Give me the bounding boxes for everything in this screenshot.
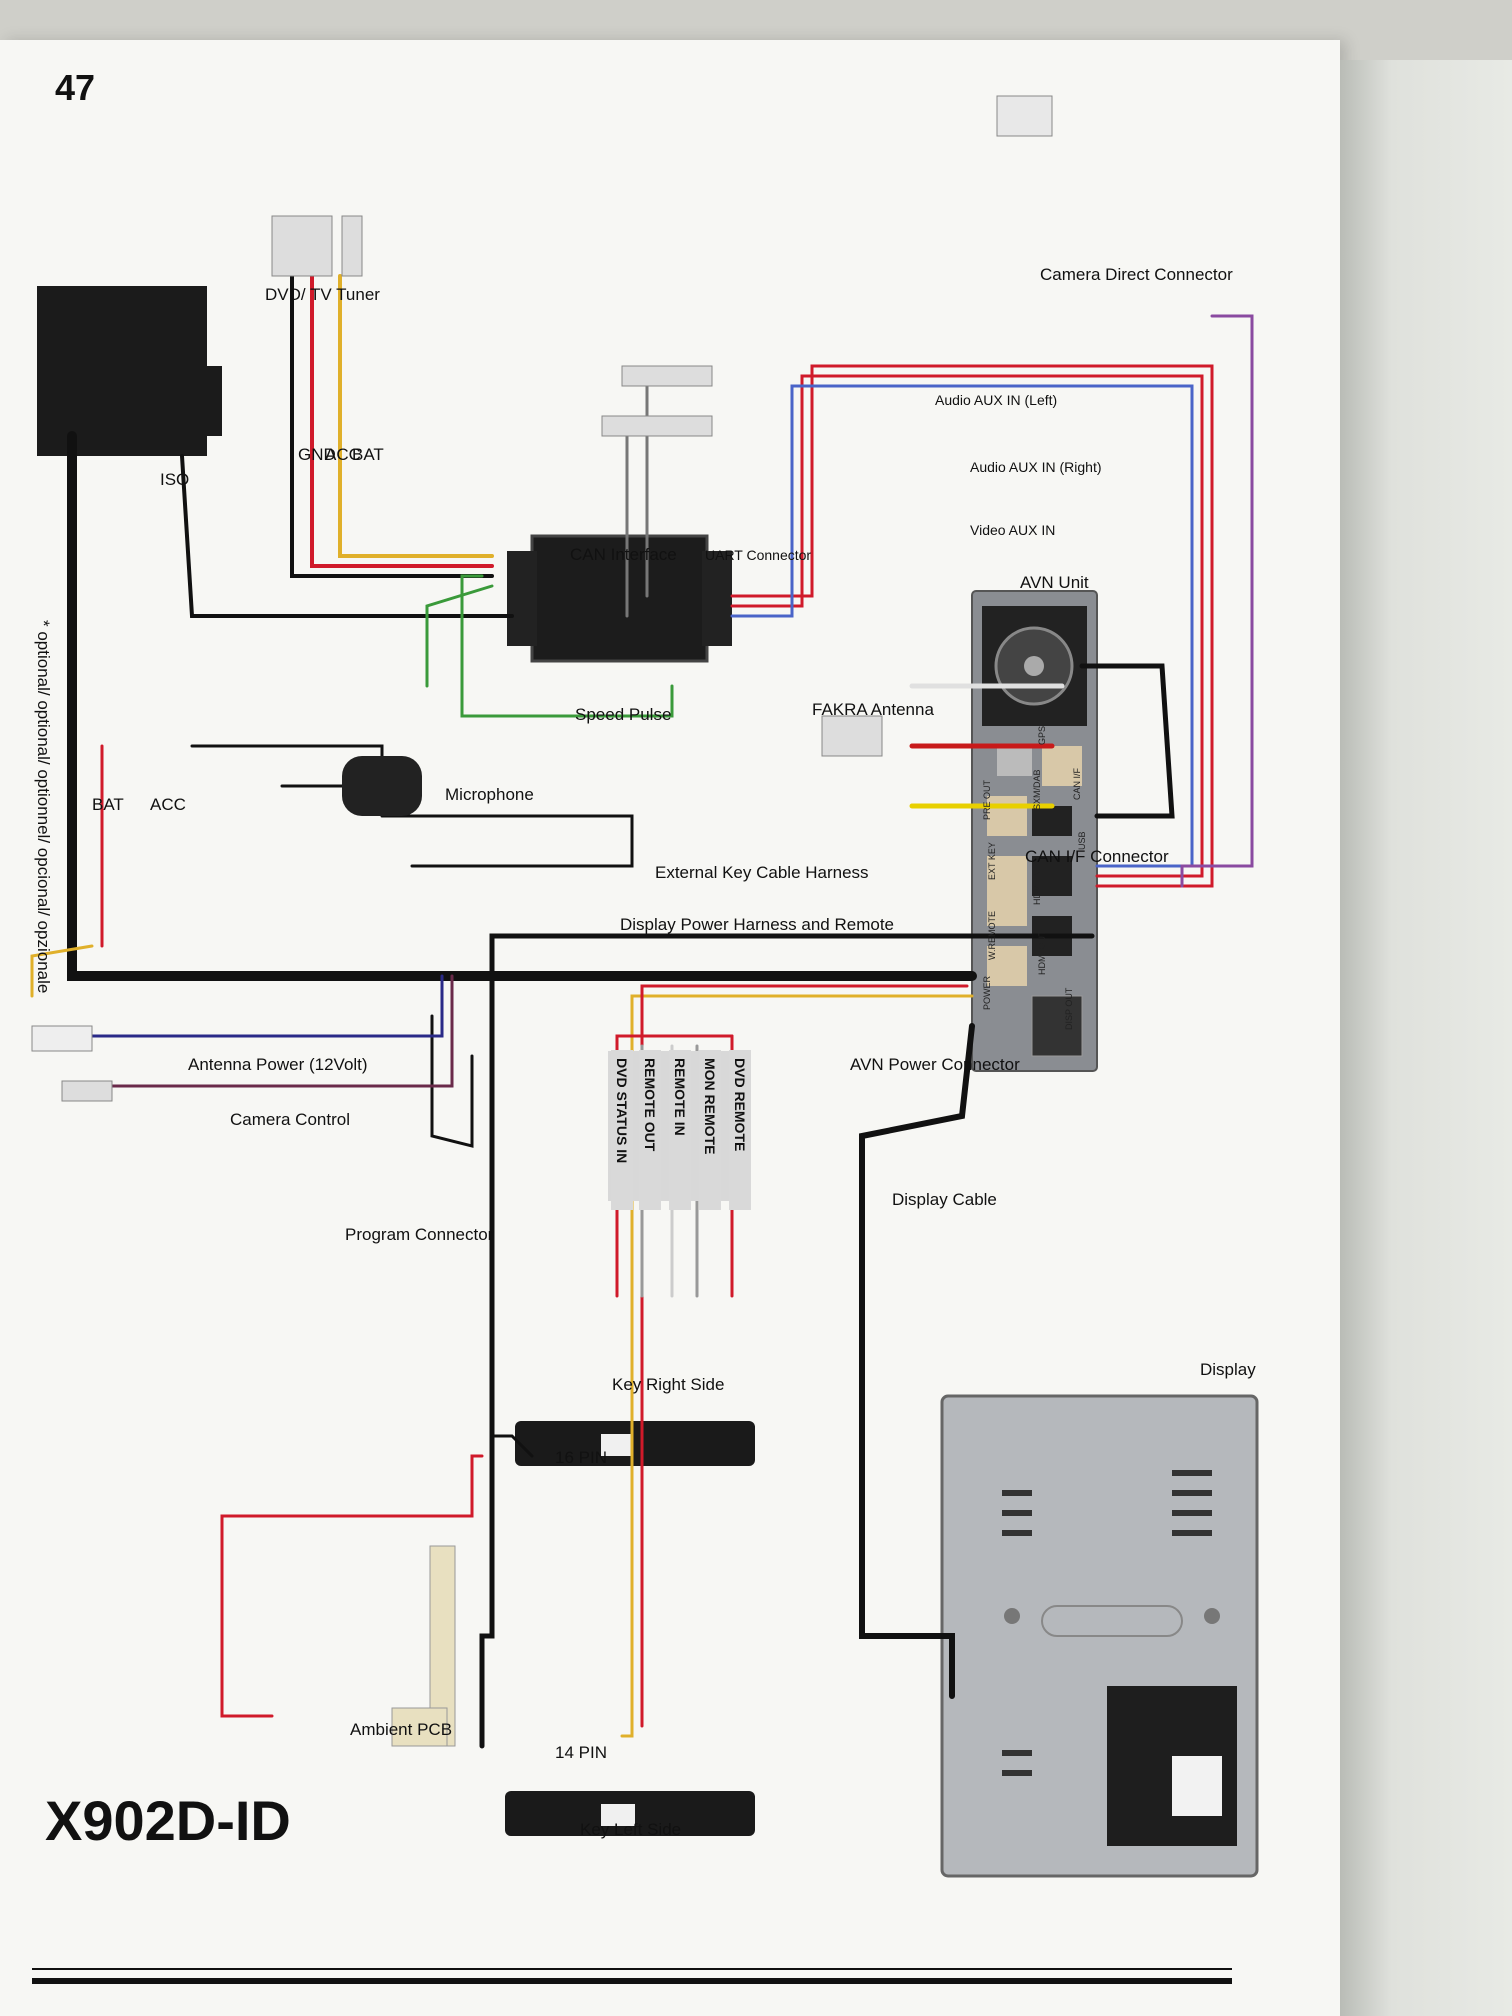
page-number: 47 [55,67,95,108]
model-title: X902D-ID [45,1789,291,1852]
remote-tag-labels: DVD STATUS IN REMOTE OUT REMOTE IN MON REMO… [611,1050,751,1210]
avn-port-label: USB [1077,831,1087,850]
remote-tag-label: REMOTE IN [672,1058,688,1136]
antenna-power-label: Antenna Power (12Volt) [188,1055,368,1074]
avn-unit [971,590,1098,1072]
display-power-harness-label: Display Power Harness and Remote [620,915,894,934]
remote-tag-label: MON REMOTE [702,1058,718,1154]
pin16-label: 16 PIN [555,1448,607,1467]
display-label: Display [1200,1360,1256,1379]
remote-tag-label: REMOTE OUT [642,1058,658,1152]
iso-label: ISO [160,470,189,489]
remote-tag-bg [699,1050,721,1210]
bat-label: BAT [352,445,384,464]
microphone-label: Microphone [445,785,534,804]
avn-port-label: HDMI IN [1032,871,1042,906]
remote-tag-bg [669,1050,691,1210]
audio-aux-right-label: Audio AUX IN (Right) [970,459,1102,475]
remote-tag-label: DVD REMOTE [732,1058,748,1151]
program-connector-label: Program Connector [345,1225,494,1244]
footnote: * optional/ optional/ optionnel/ opciona… [34,620,53,993]
avn-port-label: CAN I/F [1072,767,1082,800]
avn-port-label: POWER [982,975,992,1010]
switch-bat-label: BAT [92,795,124,814]
key-left-side-label: Key Left Side [580,1820,681,1839]
can-interface-label: CAN Interface [570,545,677,564]
key-right-side-bar [515,1421,755,1466]
audio-aux-left-label: Audio AUX IN (Left) [935,392,1057,408]
avn-port-label: SXM/DAB [1032,769,1042,810]
avn-port-label: W.REMOTE [987,911,997,960]
avn-port-label: PRE OUT [982,779,992,820]
dvd-tv-tuner-label: DVD/ TV Tuner [265,285,380,304]
iso-connector [37,286,222,456]
avn-port-label: EXT KEY [987,842,997,880]
video-aux-in-label: Video AUX IN [970,522,1055,538]
avn-port-label: HDMI OUT [1037,930,1047,975]
pin14-label: 14 PIN [555,1743,607,1762]
switch-acc-label: ACC [150,795,186,814]
acc-label: ACC [325,445,361,464]
avn-power-connector-label: AVN Power Connector [850,1055,1020,1074]
fakra-antenna-label: FAKRA Antenna [812,700,934,719]
remote-tag-label: DVD STATUS IN [614,1058,630,1163]
camera-direct-connector-label: Camera Direct Connector [1040,265,1233,284]
ambient-pcb-label: Ambient PCB [350,1720,452,1739]
avn-port-label: GPS [1037,726,1047,745]
can-if-connector-label: CAN I/F Connector [1025,847,1169,866]
remote-tag-bg [611,1050,633,1210]
gnd-label: GND [298,445,336,464]
remote-tag-bg [729,1050,751,1210]
can-interface-box [507,534,732,663]
display-unit [940,1394,1259,1878]
uart-connector-label: UART Connector [705,547,811,563]
camera-control-label: Camera Control [230,1110,350,1129]
remote-tag-bg [639,1050,661,1210]
avn-port-labels: GPS CAN I/F SXM/DAB PRE OUT USB EXT KEY HDMI I… [982,726,1087,1030]
display-cable-label: Display Cable [892,1190,997,1209]
speed-pulse-label: Speed Pulse [575,705,671,724]
key-right-side-label: Key Right Side [612,1375,724,1394]
next-page-edge [1340,60,1512,2016]
external-key-cable-label: External Key Cable Harness [655,863,869,882]
avn-unit-label: AVN Unit [1020,573,1089,592]
avn-port-label: DISP OUT [1064,987,1074,1030]
